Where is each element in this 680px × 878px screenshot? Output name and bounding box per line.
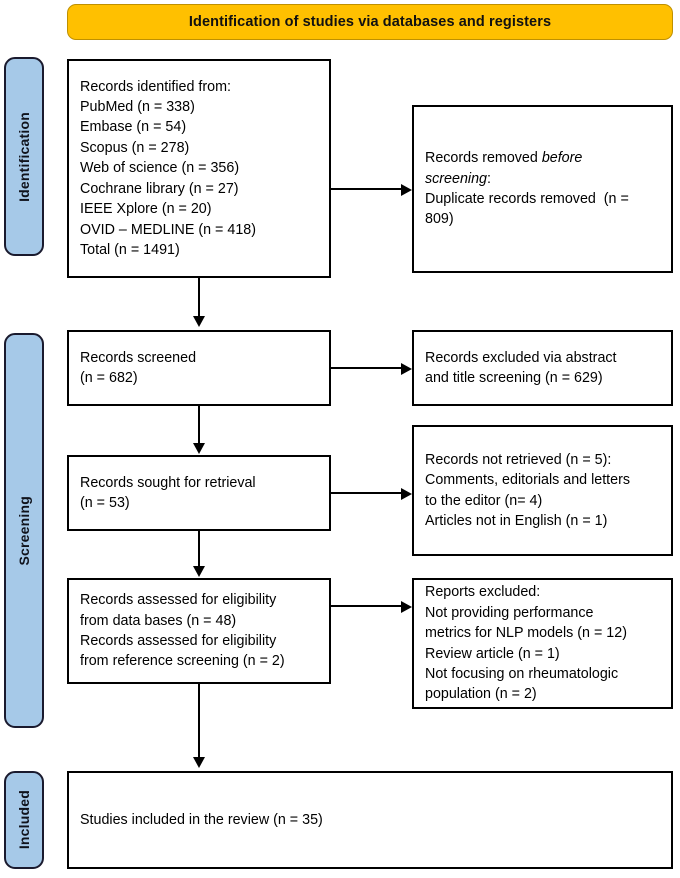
arrow-sought-to-assessed [192, 566, 205, 577]
box-line: Records removed before [425, 148, 660, 168]
box-line: Records sought for retrieval [80, 474, 256, 491]
connector-assessed-to-reports-excluded [331, 604, 402, 608]
box-line: OVID – MEDLINE (n = 418) [80, 221, 256, 238]
connector-screened-to-sought [197, 406, 201, 445]
box-line-text: Records removed [425, 150, 542, 167]
box-line: Total (n = 1491) [80, 241, 180, 258]
box-records-assessed-for-eligibility: Records assessed for eligibility from da… [67, 578, 331, 684]
box-line: Reports excluded: [425, 584, 541, 601]
stage-tab-screening: Screening [4, 333, 44, 728]
box-records-sought-for-retrieval: Records sought for retrieval (n = 53) [67, 455, 331, 531]
connector-sought-to-assessed [197, 531, 201, 568]
connector-sought-to-not-retrieved [331, 491, 402, 495]
box-line: Cochrane library (n = 27) [80, 180, 239, 197]
diagram-header-banner: Identification of studies via databases … [67, 4, 673, 40]
box-line: Records excluded via abstract [425, 349, 617, 366]
box-line: Review article (n = 1) [425, 645, 560, 662]
arrow-identified-to-screened [192, 316, 205, 327]
box-line: from reference screening (n = 2) [80, 653, 285, 670]
box-line: Scopus (n = 278) [80, 139, 190, 156]
box-line: Not focusing on rheumatologic [425, 665, 619, 682]
box-line: population (n = 2) [425, 686, 537, 703]
stage-tab-identification: Identification [4, 57, 44, 256]
connector-assessed-to-included [197, 684, 201, 759]
arrow-assessed-to-included [192, 757, 205, 768]
arrow-screened-to-excluded [401, 362, 412, 375]
stage-tab-included: Included [4, 771, 44, 869]
box-line: Duplicate records removed (n = [425, 191, 629, 207]
box-line: 809) [425, 211, 454, 228]
box-line: Records assessed for eligibility [80, 592, 277, 609]
stage-tab-included-label: Included [16, 790, 32, 850]
box-line-emphasis: screening [425, 170, 487, 187]
arrow-identified-to-removed [401, 183, 412, 196]
box-line: Web of science (n = 356) [80, 160, 240, 177]
box-line: Embase (n = 54) [80, 119, 187, 136]
box-line: Records not retrieved (n = 5): [425, 451, 612, 468]
box-records-excluded: Records excluded via abstract and title … [412, 330, 673, 406]
arrow-sought-to-not-retrieved [401, 487, 412, 500]
box-line: IEEE Xplore (n = 20) [80, 201, 212, 218]
box-line: Comments, editorials and letters [425, 472, 631, 489]
connector-identified-to-screened [197, 278, 201, 318]
box-line: Articles not in English (n = 1) [425, 512, 608, 529]
connector-screened-to-excluded [331, 366, 402, 370]
connector-identified-to-removed [331, 187, 402, 191]
box-line-text: : [487, 170, 491, 187]
box-line: Records identified from: [80, 78, 231, 95]
box-records-removed-before-screening: Records removed before screening: Duplic… [412, 105, 673, 273]
box-reports-excluded: Reports excluded: Not providing performa… [412, 578, 673, 709]
stage-tab-screening-label: Screening [16, 495, 32, 566]
page-title: Identification of studies via databases … [188, 14, 552, 30]
box-line: to the editor (n= 4) [425, 492, 543, 509]
box-line: Studies included in the review (n = 35) [80, 811, 323, 828]
box-line: PubMed (n = 338) [80, 99, 195, 116]
box-line: (n = 682) [80, 370, 138, 386]
arrow-assessed-to-reports-excluded [401, 600, 412, 613]
stage-tab-identification-label: Identification [16, 111, 32, 202]
box-records-not-retrieved: Records not retrieved (n = 5): Comments,… [412, 425, 673, 556]
box-line: from data bases (n = 48) [80, 612, 237, 629]
box-records-identified: Records identified from: PubMed (n = 338… [67, 59, 331, 278]
box-line-emphasis: before [541, 150, 583, 167]
box-line: Not providing performance [425, 604, 594, 621]
box-line: and title screening (n = 629) [425, 370, 603, 386]
box-line: (n = 53) [80, 495, 130, 511]
box-line: metrics for NLP models (n = 12) [425, 625, 627, 642]
box-studies-included: Studies included in the review (n = 35) [67, 771, 673, 869]
box-line: Records screened [80, 349, 197, 366]
box-line: screening: [425, 169, 660, 189]
arrow-screened-to-sought [192, 443, 205, 454]
box-records-screened: Records screened (n = 682) [67, 330, 331, 406]
box-line: Records assessed for eligibility [80, 633, 277, 649]
